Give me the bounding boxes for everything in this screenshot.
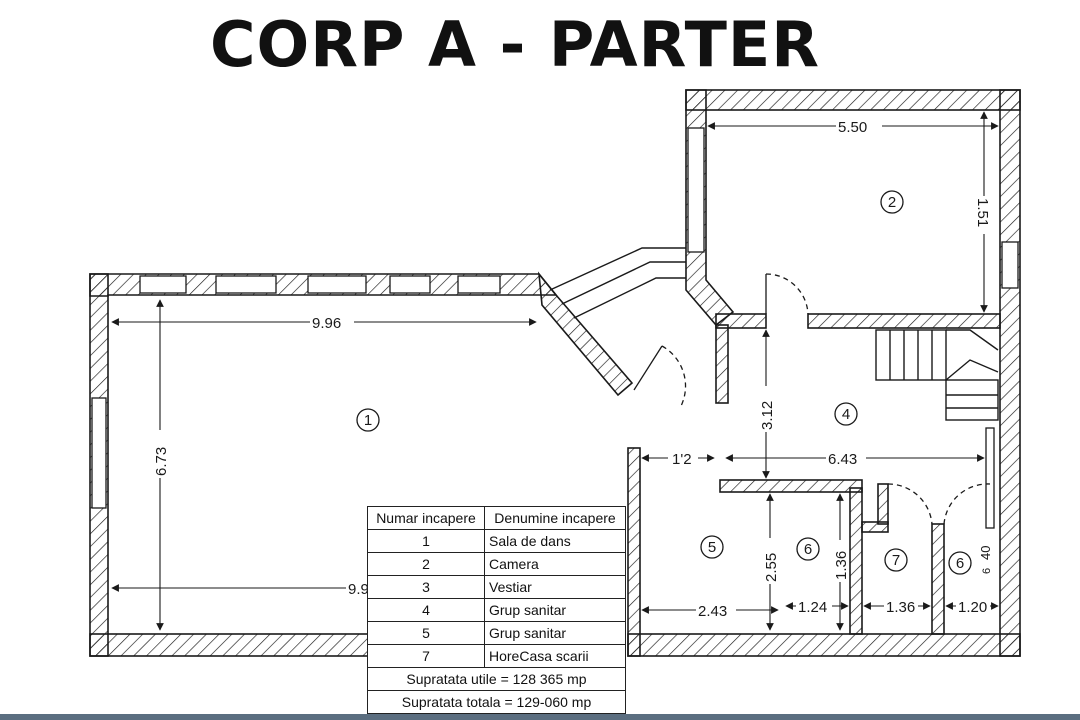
- legend-row-number: 2: [367, 552, 485, 576]
- room2-right-wall: [999, 89, 1021, 657]
- stairs: [549, 247, 999, 421]
- dim-room6-height: 1.36: [833, 551, 850, 580]
- dim-room1-bottom: 9.9: [348, 581, 369, 598]
- room7-left-wall: [861, 521, 889, 533]
- legend-row-name: Camera: [484, 552, 626, 576]
- legend-row: 7 HoreCasa scarii: [367, 644, 626, 668]
- bottom-bar: [0, 714, 1080, 720]
- legend-useful-area-row: Supratata utile = 128 365 mp: [367, 667, 626, 691]
- room-label-6: 6: [804, 541, 812, 558]
- room-legend-table: Numar incapere Denumine incapere 1 Sala …: [367, 506, 626, 714]
- dim-corridor-height: 3.12: [759, 401, 776, 430]
- legend-row-number: 1: [367, 529, 485, 553]
- legend-total-area: Supratata totala = 129-060 mp: [367, 690, 626, 714]
- room5-top-wall: [719, 479, 863, 493]
- legend-total-area-row: Supratata totala = 129-060 mp: [367, 690, 626, 714]
- legend-row-name: Vestiar: [484, 575, 626, 599]
- dimension-labels: 9.96 6.73 9.9 5.50 1.51 3.12 6.43 1'2 2.…: [152, 118, 993, 620]
- page-title: CORP A - PARTER: [210, 8, 820, 81]
- walls: [89, 89, 1021, 657]
- room-markers: [356, 190, 972, 575]
- dim-room5-width: 2.43: [698, 603, 727, 620]
- room2-top-wall: [685, 89, 1021, 111]
- room-marker-6: [796, 537, 820, 561]
- room-marker-1: [356, 408, 380, 432]
- legend-row-name: HoreCasa scarii: [484, 644, 626, 668]
- room2-bottom-wall: [807, 313, 1001, 329]
- legend-row: 5 Grup sanitar: [367, 621, 626, 645]
- room-marker-6b: [948, 551, 972, 575]
- dim-room1-height: 6.73: [153, 447, 170, 476]
- room-label-5: 5: [708, 539, 716, 556]
- legend-row-name: Grup sanitar: [484, 598, 626, 622]
- dim-room6-width: 1.24: [798, 599, 827, 616]
- legend-header-name: Denumine incapere: [484, 506, 626, 530]
- dim-room2-height: 1.51: [974, 198, 991, 227]
- dim-room1-width: 9.96: [312, 315, 341, 332]
- room-marker-labels: 1 2 4 5 6 7 6: [364, 194, 964, 572]
- room6-right-wall: [849, 487, 863, 635]
- legend-header-row: Numar incapere Denumine incapere: [367, 506, 626, 530]
- room-marker-7: [884, 548, 908, 572]
- room-label-7: 7: [892, 552, 900, 569]
- room5-left-wall: [627, 447, 641, 657]
- dim-small-6: 6: [981, 568, 993, 574]
- dim-door-gap: 1'2: [672, 451, 692, 468]
- dim-room7-width: 1.36: [886, 599, 915, 616]
- room-label-4: 4: [842, 406, 850, 423]
- legend-header-number: Numar incapere: [367, 506, 485, 530]
- doors: [633, 273, 995, 529]
- legend-row-number: 7: [367, 644, 485, 668]
- legend-row-number: 4: [367, 598, 485, 622]
- room-label-1: 1: [364, 412, 372, 429]
- legend-row-number: 5: [367, 621, 485, 645]
- room7-pillar: [877, 483, 889, 525]
- legend-row-number: 3: [367, 575, 485, 599]
- legend-row: 1 Sala de dans: [367, 529, 626, 553]
- legend-row: 2 Camera: [367, 552, 626, 576]
- legend-useful-area: Supratata utile = 128 365 mp: [367, 667, 626, 691]
- dim-room6b-width: 1.20: [958, 599, 987, 616]
- dim-room6b-height: 40: [978, 546, 993, 560]
- legend-row-name: Grup sanitar: [484, 621, 626, 645]
- legend-row: 3 Vestiar: [367, 575, 626, 599]
- room-marker-4: [834, 402, 858, 426]
- lower-bottom-wall: [627, 633, 1021, 657]
- legend-row: 4 Grup sanitar: [367, 598, 626, 622]
- dim-room5-height: 2.55: [763, 553, 780, 582]
- room-label-2: 2: [888, 194, 896, 211]
- dim-corridor-width: 6.43: [828, 451, 857, 468]
- room7-right-wall: [931, 523, 945, 635]
- room-marker-5: [700, 535, 724, 559]
- room1-bottom-wall: [89, 633, 371, 657]
- dim-room2-width: 5.50: [838, 119, 867, 136]
- legend-row-name: Sala de dans: [484, 529, 626, 553]
- corridor-pillar: [715, 324, 729, 404]
- windows: [91, 127, 1019, 509]
- room-label-6b: 6: [956, 555, 964, 572]
- room-marker-2: [880, 190, 904, 214]
